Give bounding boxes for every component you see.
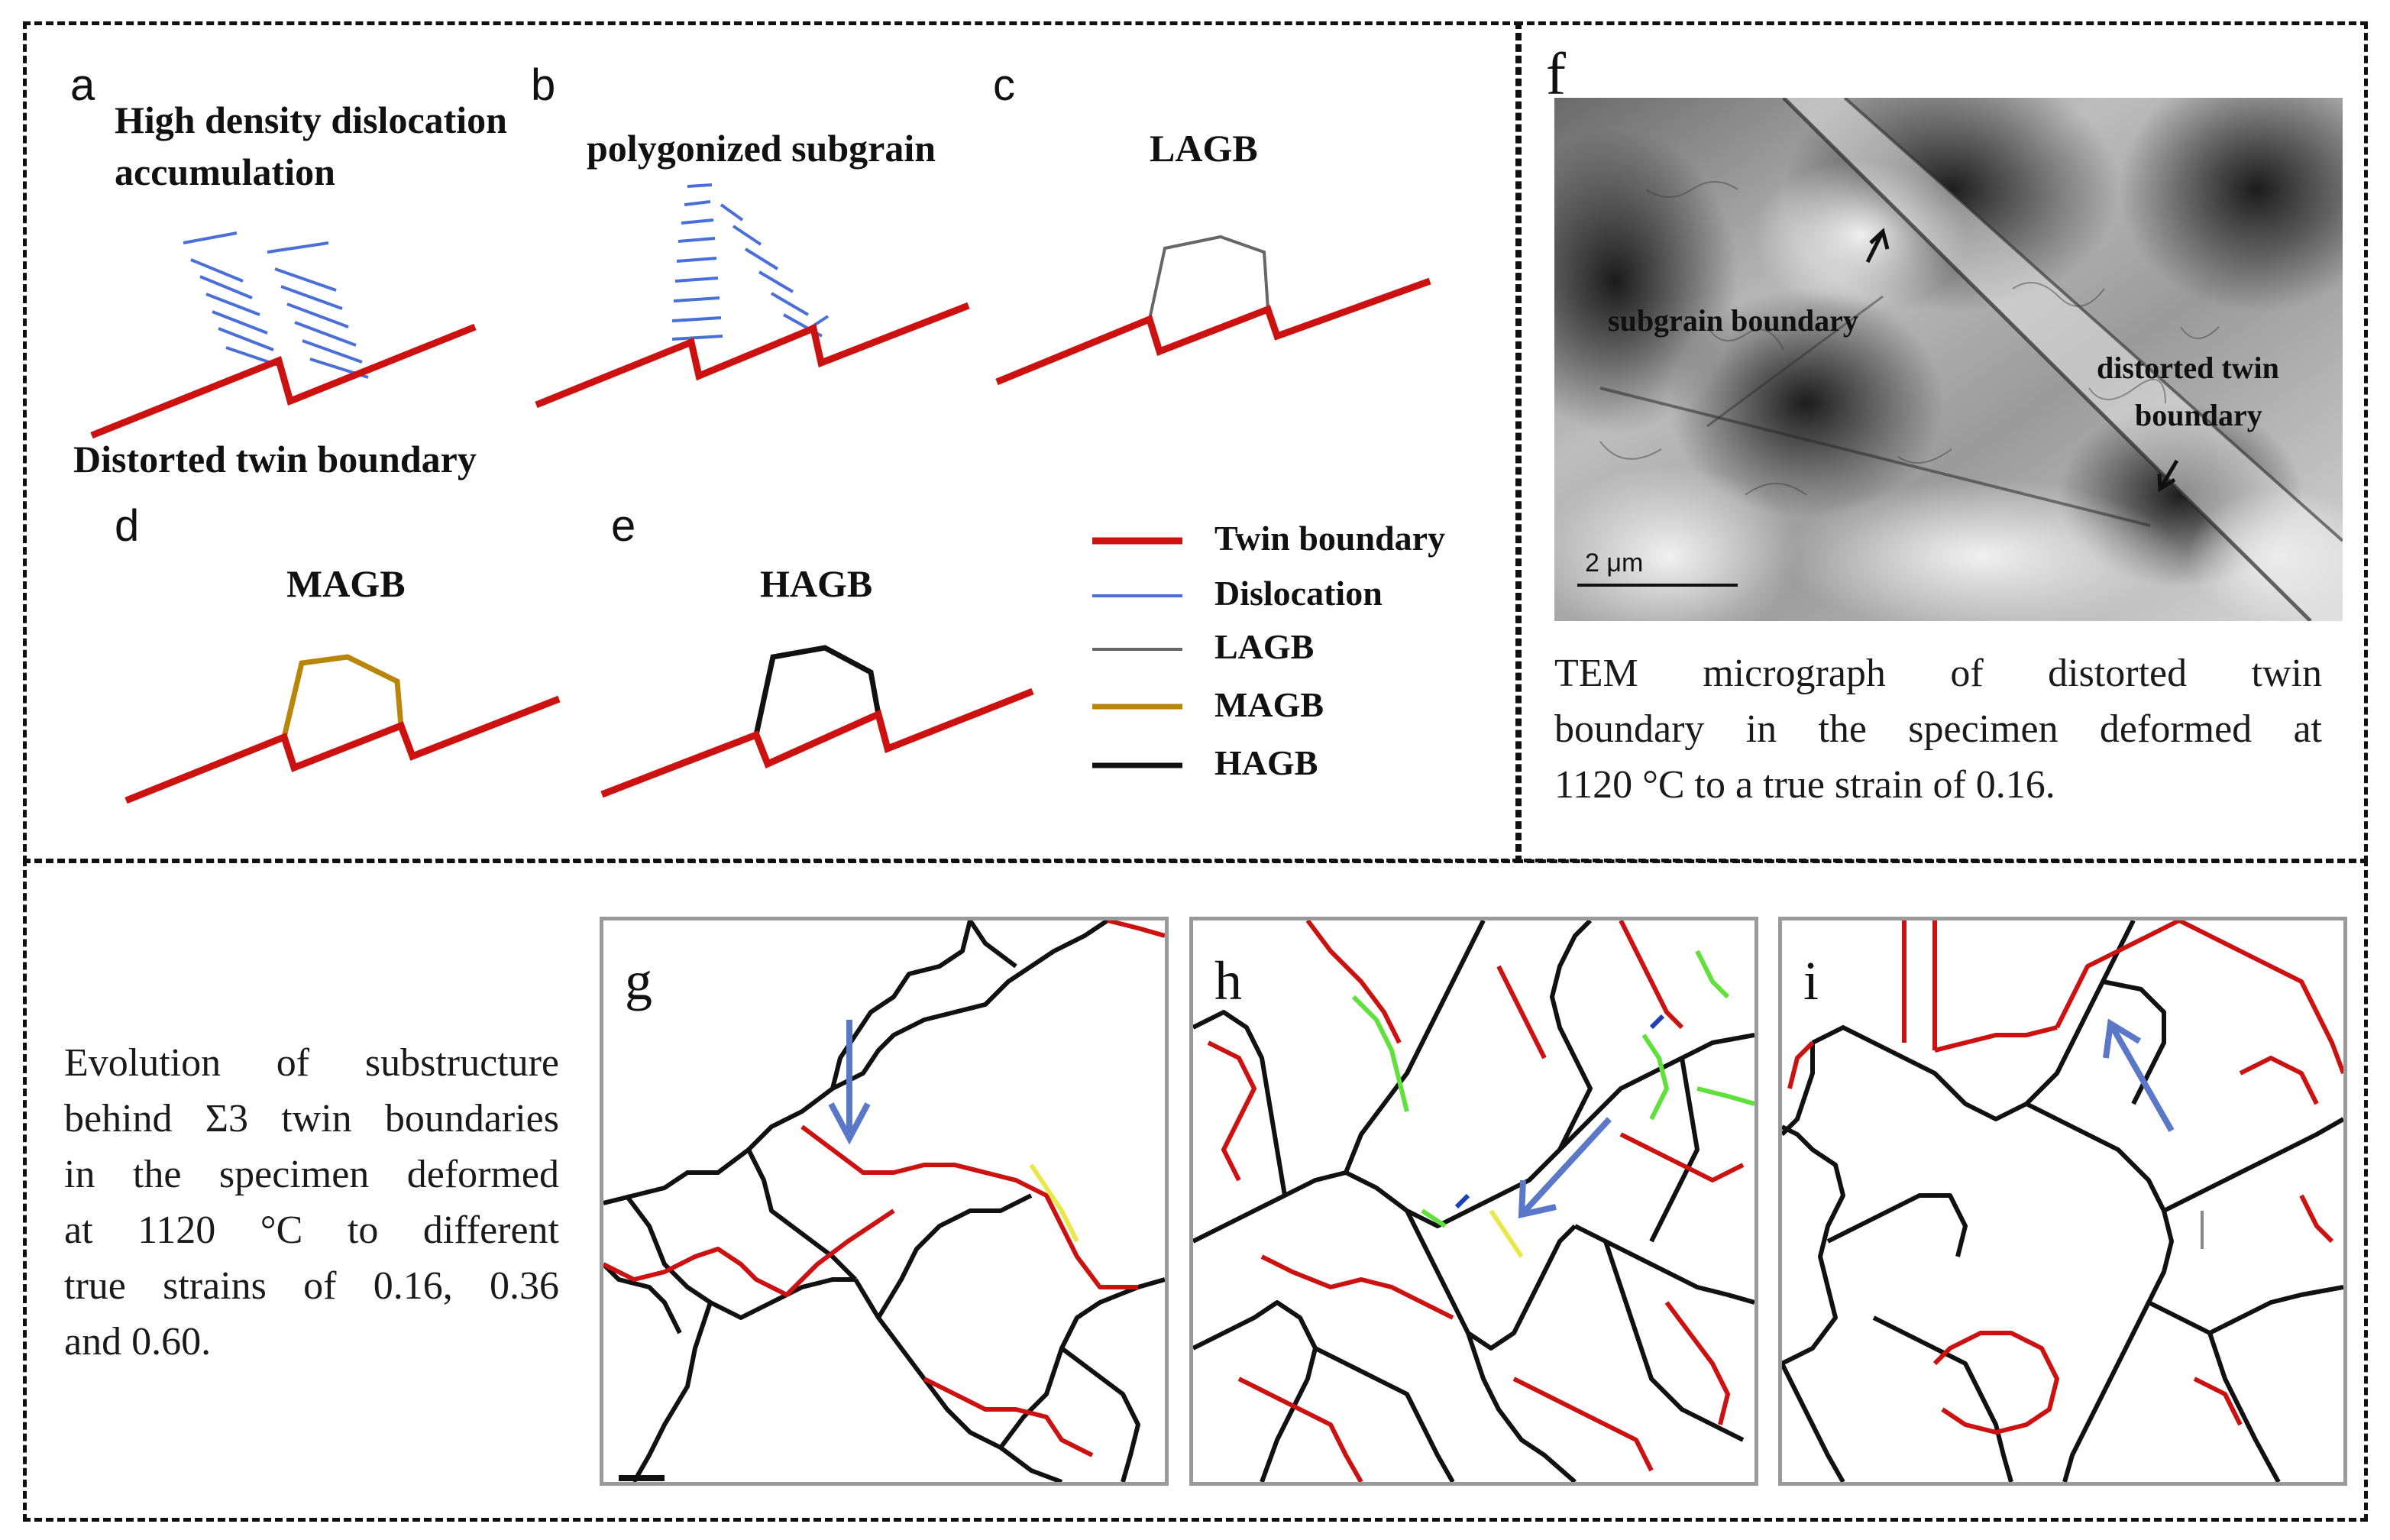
evolution-caption-line-4: at 1120 °C to different <box>64 1208 559 1252</box>
twin-boundary-d <box>125 695 561 804</box>
tem-image-svg <box>1554 98 2343 621</box>
evolution-caption-line-1: Evolution of substructure <box>64 1041 559 1085</box>
legend-label-magb: MAGB <box>1214 685 1324 724</box>
ebsd-map-i: i <box>1778 917 2347 1486</box>
legend-swatches <box>1092 537 1182 768</box>
dislocation-lines-b <box>671 183 830 341</box>
panel-c-title: LAGB <box>1150 127 1258 170</box>
tem-arrows <box>1865 228 2179 493</box>
panel-d-title: MAGB <box>286 562 406 605</box>
tem-label-twin-line2: boundary <box>2135 398 2262 432</box>
panel-b-diagram <box>535 183 970 409</box>
panel-label-b: b <box>531 60 556 110</box>
twin-boundary-c <box>995 277 1431 386</box>
panel-c-diagram <box>995 235 1431 386</box>
tem-caption-line-3: 1120 °C to a true strain of 0.16. <box>1554 763 2055 807</box>
frame-maps <box>23 859 2368 1522</box>
schematics-svg <box>90 183 1431 804</box>
map-i-svg <box>1782 920 2343 1482</box>
tem-caption: TEM micrograph of distorted twin boundar… <box>1554 645 2322 813</box>
evolution-caption: Evolution of substructure behind Σ3 twin… <box>64 1035 559 1370</box>
evolution-caption-line-5: true strains of 0.16, 0.36 <box>64 1264 559 1308</box>
panel-d-diagram <box>125 654 561 804</box>
ebsd-map-h: h <box>1189 917 1758 1486</box>
magb-outline-d <box>281 654 404 738</box>
panel-a-title-line1: High density dislocation <box>115 99 507 141</box>
panel-label-a: a <box>70 60 95 110</box>
map-h-svg <box>1193 920 1754 1482</box>
evolution-caption-line-2: behind Σ3 twin boundaries <box>64 1097 559 1140</box>
panel-b-title: polygonized subgrain <box>587 127 936 170</box>
panel-a-bottom-label: Distorted twin boundary <box>73 438 477 480</box>
ebsd-map-g: g <box>600 917 1169 1486</box>
legend-label-hagb: HAGB <box>1214 743 1318 782</box>
map-g-arrow <box>828 1020 871 1145</box>
tem-caption-line-2: boundary in the specimen deformed at <box>1554 707 2322 751</box>
twin-boundary-a <box>90 323 477 439</box>
panel-label-e: e <box>611 501 636 551</box>
panel-label-c: c <box>993 60 1015 110</box>
map-g-svg <box>603 920 1165 1482</box>
panel-label-f: f <box>1546 40 1566 107</box>
tem-label-twin-line1: distorted twin <box>2097 351 2279 385</box>
evolution-caption-line-3: in the specimen deformed <box>64 1153 559 1196</box>
map-h-arrow <box>1518 1117 1612 1219</box>
panel-label-d: d <box>115 501 140 551</box>
panel-label-h: h <box>1214 950 1242 1011</box>
twin-boundary-b <box>535 302 970 409</box>
evolution-caption-line-6: and 0.60. <box>64 1320 212 1364</box>
lagb-outline-c <box>1148 235 1269 320</box>
legend-label-lagb: LAGB <box>1214 627 1315 666</box>
panel-e-diagram <box>600 645 1034 798</box>
hagb-outline-e <box>753 645 881 736</box>
panel-label-i: i <box>1803 950 1819 1011</box>
panel-e-title: HAGB <box>760 562 873 605</box>
tem-scale-bar-label: 2 μm <box>1585 548 1644 578</box>
panel-a-diagram <box>90 231 477 439</box>
dislocation-lines-a <box>183 231 369 379</box>
legend-label-dislocation: Dislocation <box>1214 574 1383 613</box>
legend-label-twin-boundary: Twin boundary <box>1214 519 1446 558</box>
panel-a-title-line2: accumulation <box>115 150 335 193</box>
tem-label-subgrain: subgrain boundary <box>1608 303 1858 338</box>
map-i-arrow <box>2103 1018 2175 1132</box>
tem-caption-line-1: TEM micrograph of distorted twin <box>1554 652 2322 695</box>
panel-label-g: g <box>625 950 652 1011</box>
tem-micrograph: subgrain boundary distorted twin boundar… <box>1554 98 2343 621</box>
twin-boundary-e <box>600 688 1034 798</box>
